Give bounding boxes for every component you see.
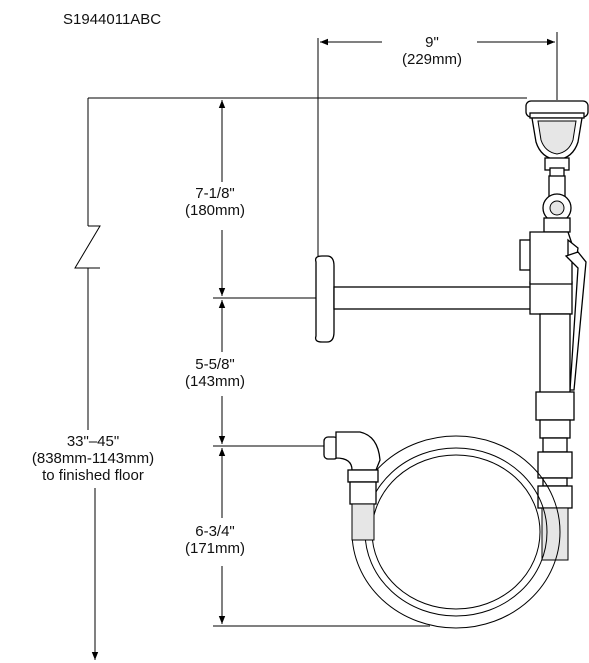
swivel-joint <box>542 175 572 233</box>
arm-to-inlet-label: 5-5/8" (143mm) <box>165 356 265 390</box>
width-dimension-label: 9" (229mm) <box>382 34 482 68</box>
mount-height-label: 33"–45" (838mm-1143mm) to finished floor <box>8 433 178 484</box>
model-code: S1944011ABC <box>63 11 162 28</box>
width-imperial: 9" <box>425 34 439 51</box>
spray-head <box>525 100 589 179</box>
width-metric: (229mm) <box>401 51 462 68</box>
wall-flange <box>314 255 335 343</box>
inlet-to-hose-label: 6-3/4" (171mm) <box>165 523 265 557</box>
mount-height-dimension-lines <box>74 98 101 660</box>
mount-height-note: to finished floor <box>42 467 144 484</box>
extension-lines <box>88 97 527 627</box>
inlet-to-hose-imperial: 6-3/4" <box>195 523 235 540</box>
arm-to-inlet-imperial: 5-5/8" <box>195 356 235 373</box>
riser-pipe <box>535 313 575 439</box>
head-to-arm-metric: (180mm) <box>184 202 245 219</box>
arm-to-inlet-metric: (143mm) <box>184 373 245 390</box>
head-to-arm-label: 7-1/8" (180mm) <box>165 185 265 219</box>
support-arm <box>333 281 573 315</box>
mount-height-imperial: 33"–45" <box>66 433 120 450</box>
inlet-to-hose-metric: (171mm) <box>184 540 245 557</box>
coiled-hose <box>351 435 561 629</box>
lower-fittings <box>537 437 573 561</box>
mount-height-metric: (838mm-1143mm) <box>31 450 155 467</box>
hose-inlet-elbow <box>323 431 381 541</box>
width-dimension-lines <box>317 32 558 258</box>
head-to-arm-imperial: 7-1/8" <box>195 185 235 202</box>
valve-handle <box>564 251 587 391</box>
